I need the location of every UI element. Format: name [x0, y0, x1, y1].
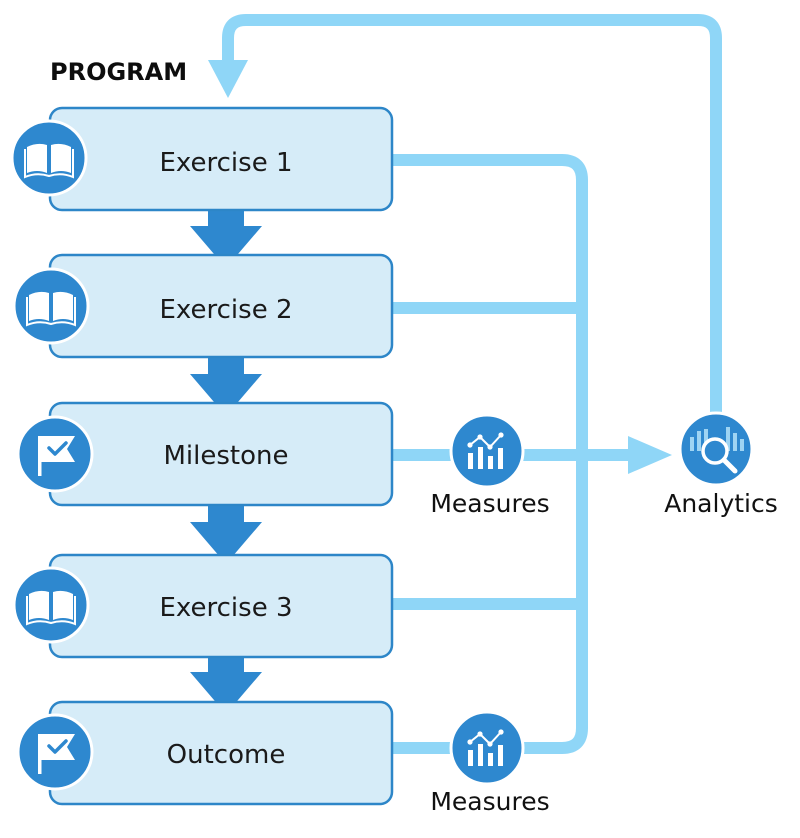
feedback-arrowhead: [208, 60, 248, 98]
step-exercise-3: Exercise 3: [48, 553, 394, 659]
diagram-title: PROGRAM: [50, 58, 187, 86]
step-outcome: Outcome: [48, 700, 394, 806]
feedback-loop-line: [222, 14, 722, 420]
flow-arrow-1: [190, 210, 262, 268]
measures-node-1: Measures: [430, 413, 550, 518]
analytics-arrowhead: [628, 436, 672, 474]
flag-check-icon: [16, 713, 94, 791]
analytics-magnifier-icon: [678, 411, 754, 487]
measures-label: Measures: [430, 787, 549, 816]
flow-arrow-2: [190, 356, 262, 416]
flow-arrow-4: [190, 656, 262, 714]
flag-check-icon: [16, 415, 94, 493]
measures-label: Measures: [430, 489, 549, 518]
step-milestone: Milestone: [48, 401, 394, 507]
step-label: Exercise 3: [160, 593, 293, 623]
step-exercise-2: Exercise 2: [48, 253, 394, 359]
flow-arrows: [190, 210, 262, 714]
step-label: Exercise 1: [160, 148, 293, 178]
analytics-label: Analytics: [664, 489, 778, 518]
step-label: Outcome: [167, 740, 286, 770]
flow-arrow-3: [190, 504, 262, 564]
book-icon: [10, 119, 88, 197]
measures-chart-icon: [449, 710, 525, 786]
book-icon: [12, 267, 90, 345]
step-label: Milestone: [164, 441, 289, 471]
analytics-node: Analytics: [664, 411, 778, 518]
measures-chart-icon: [449, 413, 525, 489]
book-icon: [12, 566, 90, 644]
measures-node-2: Measures: [430, 710, 550, 816]
step-exercise-1: Exercise 1: [48, 106, 394, 212]
step-label: Exercise 2: [160, 295, 293, 325]
